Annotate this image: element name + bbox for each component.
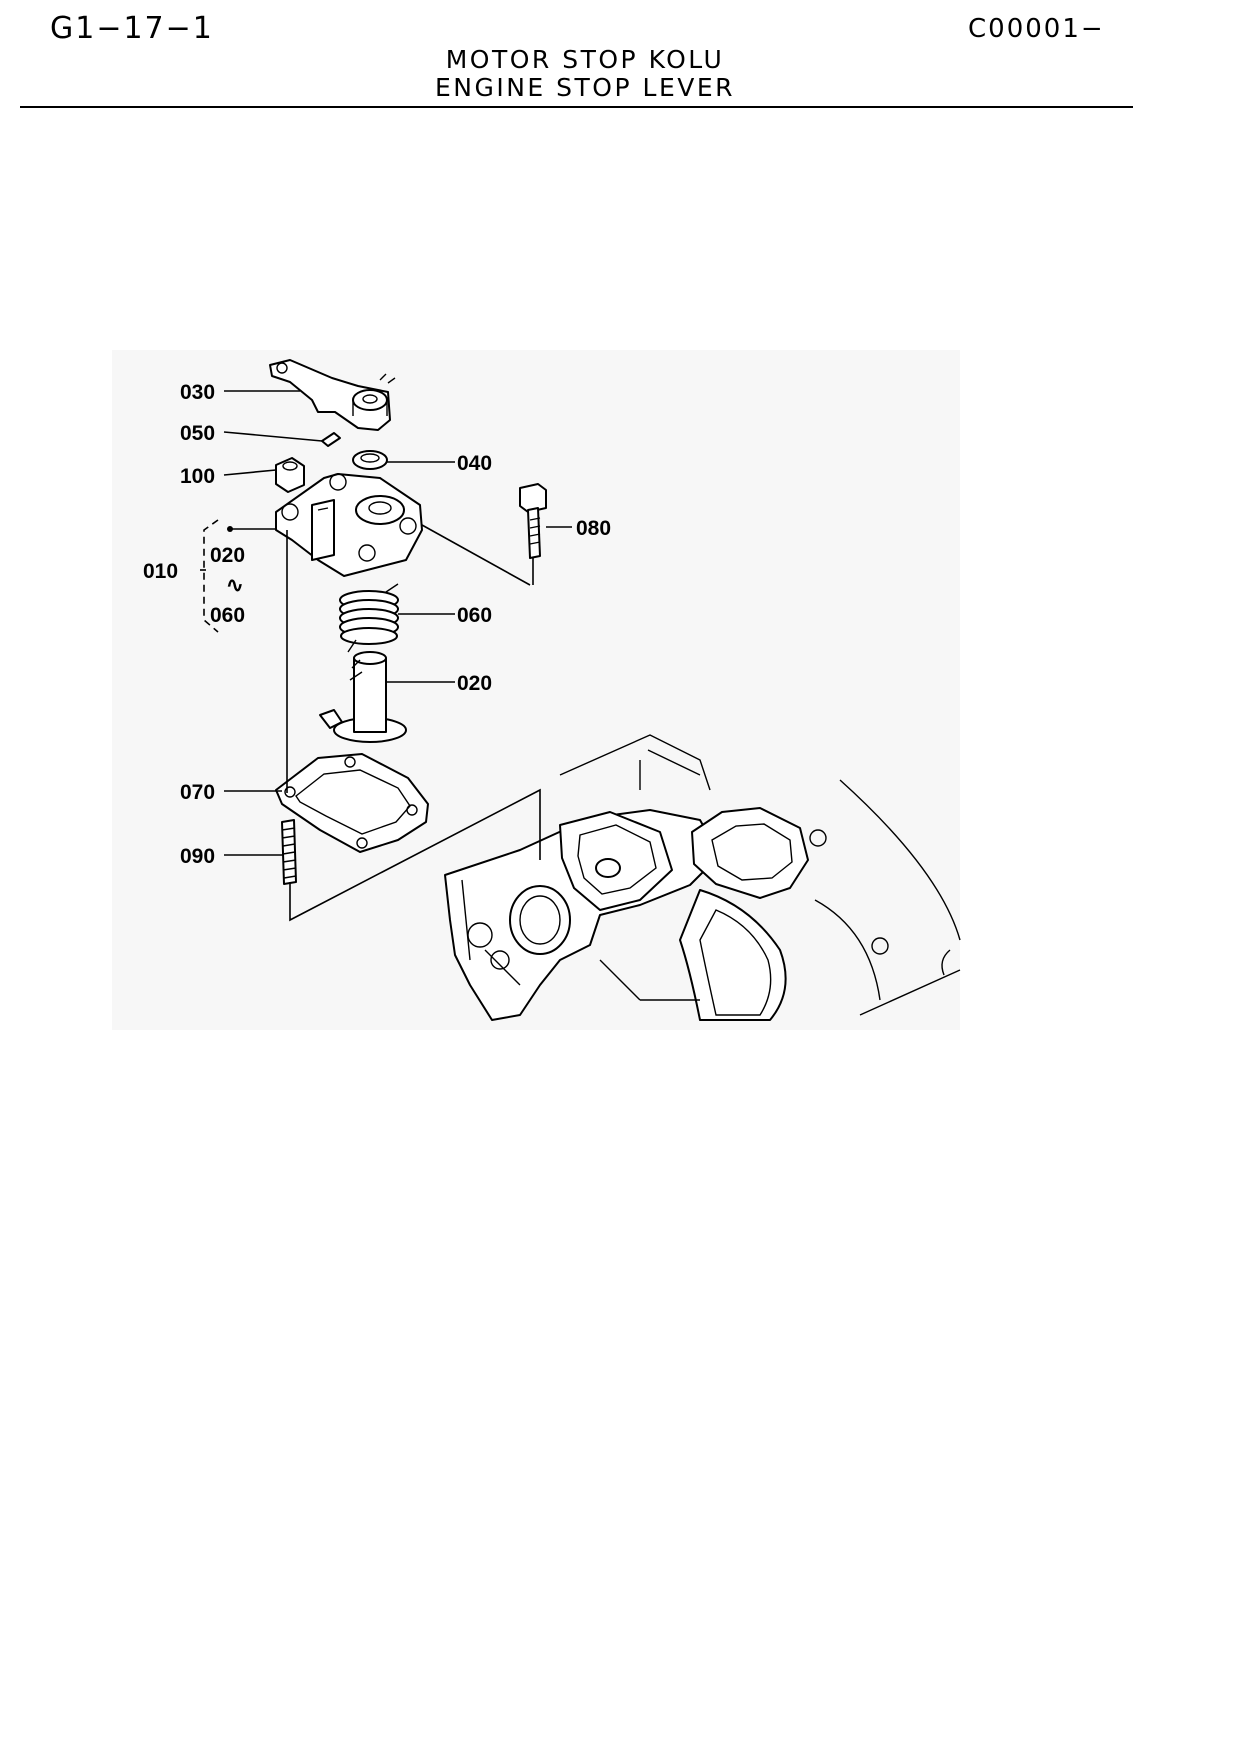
engine-block-outline xyxy=(444,734,961,1021)
callout-shaft: 020 xyxy=(457,672,492,695)
callout-nut: 100 xyxy=(180,465,215,488)
lever-housing-part xyxy=(275,473,423,577)
callout-pin: 050 xyxy=(180,422,215,445)
callout-bolt: 080 xyxy=(576,517,611,540)
stop-lever-part xyxy=(269,359,396,431)
oil-seal-part xyxy=(352,450,388,470)
pin-part xyxy=(321,432,341,447)
callout-spring: 060 xyxy=(457,604,492,627)
shaft-part xyxy=(319,651,407,743)
callout-assembly: 010 xyxy=(143,560,178,583)
page-code: G1−17−1 xyxy=(50,11,214,46)
bolt-part xyxy=(519,483,547,559)
spring-part xyxy=(339,583,399,653)
page-title-turkish: MOTOR STOP KOLU xyxy=(445,45,725,74)
page-title-english: ENGINE STOP LEVER xyxy=(434,73,736,102)
callout-stud: 090 xyxy=(180,845,215,868)
gasket-part xyxy=(275,753,429,853)
callout-range-end: 060 xyxy=(210,604,245,627)
callout-gasket: 070 xyxy=(180,781,215,804)
header-divider xyxy=(20,106,1133,108)
callout-oil-seal: 040 xyxy=(457,452,492,475)
catalog-code: C00001− xyxy=(968,14,1105,44)
nut-part xyxy=(275,457,305,493)
stud-part xyxy=(281,819,297,885)
callout-range-start: 020 xyxy=(210,544,245,567)
leader-lines xyxy=(200,390,572,922)
callout-lever: 030 xyxy=(180,381,215,404)
callout-range-separator: ∿ xyxy=(226,574,244,597)
